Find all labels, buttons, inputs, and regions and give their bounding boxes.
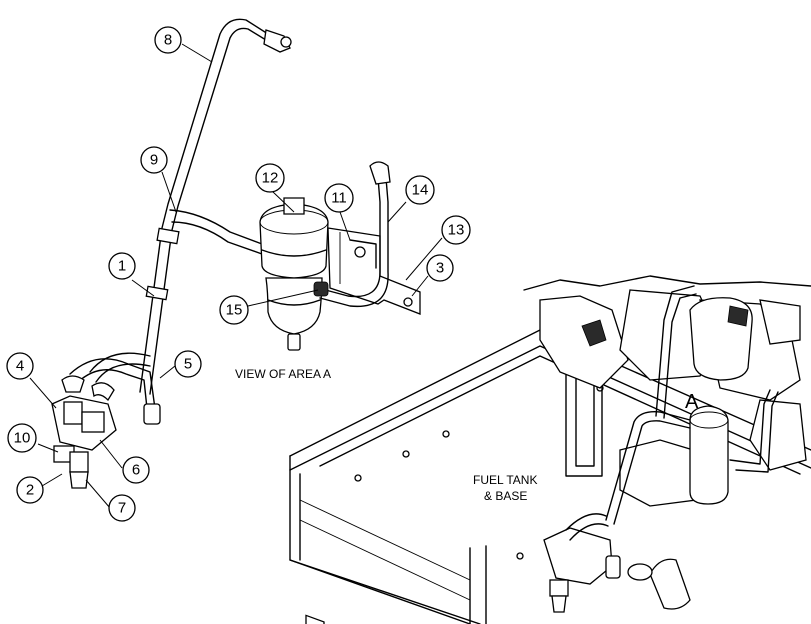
svg-text:8: 8 [164,32,172,49]
callout-6: 6 [122,456,150,484]
callout-8: 8 [154,26,182,54]
engine-fuel-line [605,285,697,525]
filter-mounting-bracket [327,227,421,315]
callout-11: 11 [324,183,354,213]
callout-15: 15 [219,295,249,325]
callout-2: 2 [16,476,44,504]
callout-3: 3 [426,254,454,282]
svg-text:6: 6 [132,462,140,479]
callout-10: 10 [7,423,37,453]
callout-14: 14 [405,175,435,205]
svg-text:5: 5 [184,356,192,373]
svg-text:11: 11 [331,190,347,207]
callout-7: 7 [108,494,136,522]
callout-4: 4 [6,352,34,380]
svg-text:1: 1 [118,258,126,275]
svg-text:7: 7 [118,500,126,517]
fuel-filter-housing [259,197,329,351]
svg-text:14: 14 [412,182,429,199]
svg-text:3: 3 [436,260,444,277]
callout-12: 12 [255,163,285,193]
fuel-valve-manifold [51,375,117,489]
fuel-tank-label-line2: & BASE [484,489,527,503]
callout-13: 13 [441,215,471,245]
engine-block [523,275,811,610]
svg-text:15: 15 [226,302,243,319]
svg-text:9: 9 [150,152,158,169]
svg-text:4: 4 [16,358,24,375]
fuel-return-hose-14 [313,161,391,308]
callout-9: 9 [140,146,168,174]
engine-fuel-valve [543,513,621,613]
fuel-line-tube-8-9-1 [139,18,292,395]
svg-text:2: 2 [26,482,34,499]
callout-1: 1 [108,252,136,280]
svg-text:12: 12 [262,170,279,187]
svg-text:13: 13 [448,222,465,239]
callout-5: 5 [174,350,202,378]
engine-fuel-filter [689,389,779,505]
svg-text:10: 10 [14,430,31,447]
view-of-area-a-label: VIEW OF AREA A [235,367,331,381]
fuel-tank-label-line1: FUEL TANK [473,473,537,487]
area-a-marker: A [685,391,699,413]
callout-leaders [29,43,443,509]
